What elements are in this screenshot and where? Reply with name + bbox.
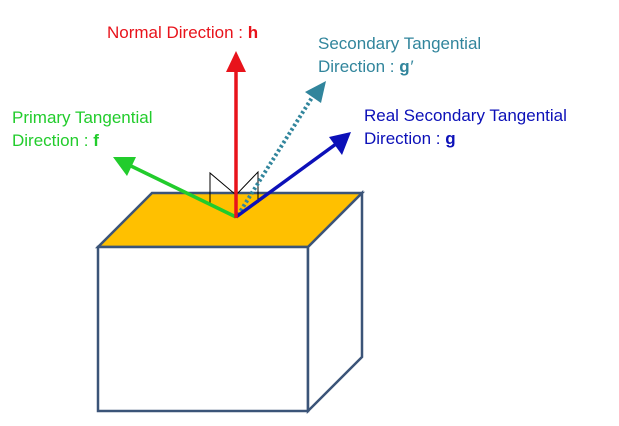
box [94, 189, 366, 415]
primary-tangential-line2: Direction : [12, 131, 94, 150]
real-secondary-tangential-line2: Direction : [364, 129, 446, 148]
real-secondary-tangential-line1: Real Secondary Tangential [364, 106, 567, 125]
secondary-tangential-label: Secondary Tangential Direction : g′ [318, 32, 481, 78]
normal-direction-label: Normal Direction : h [107, 21, 258, 44]
normal-direction-symbol: h [247, 23, 259, 42]
secondary-tangential-symbol: g [399, 57, 410, 76]
normal-arrow [226, 51, 246, 218]
box-side-face [306, 189, 364, 415]
real-secondary-arrow [234, 132, 351, 219]
primary-tangential-label: Primary Tangential Direction : f [12, 106, 152, 152]
real-secondary-tangential-label: Real Secondary Tangential Direction : g [364, 104, 567, 150]
real-secondary-tangential-symbol: g [445, 129, 456, 148]
primary-arrow [113, 157, 237, 219]
box-front-face [96, 245, 310, 413]
secondary-tangential-line1: Secondary Tangential [318, 34, 482, 53]
secondary-tangential-prime: ′ [409, 57, 413, 76]
primary-tangential-symbol: f [93, 131, 99, 150]
primary-tangential-line1: Primary Tangential [12, 108, 153, 127]
normal-direction-text: Normal Direction : [107, 23, 248, 42]
secondary-tangential-line2: Direction : [318, 57, 400, 76]
secondary-arrow [236, 81, 326, 217]
